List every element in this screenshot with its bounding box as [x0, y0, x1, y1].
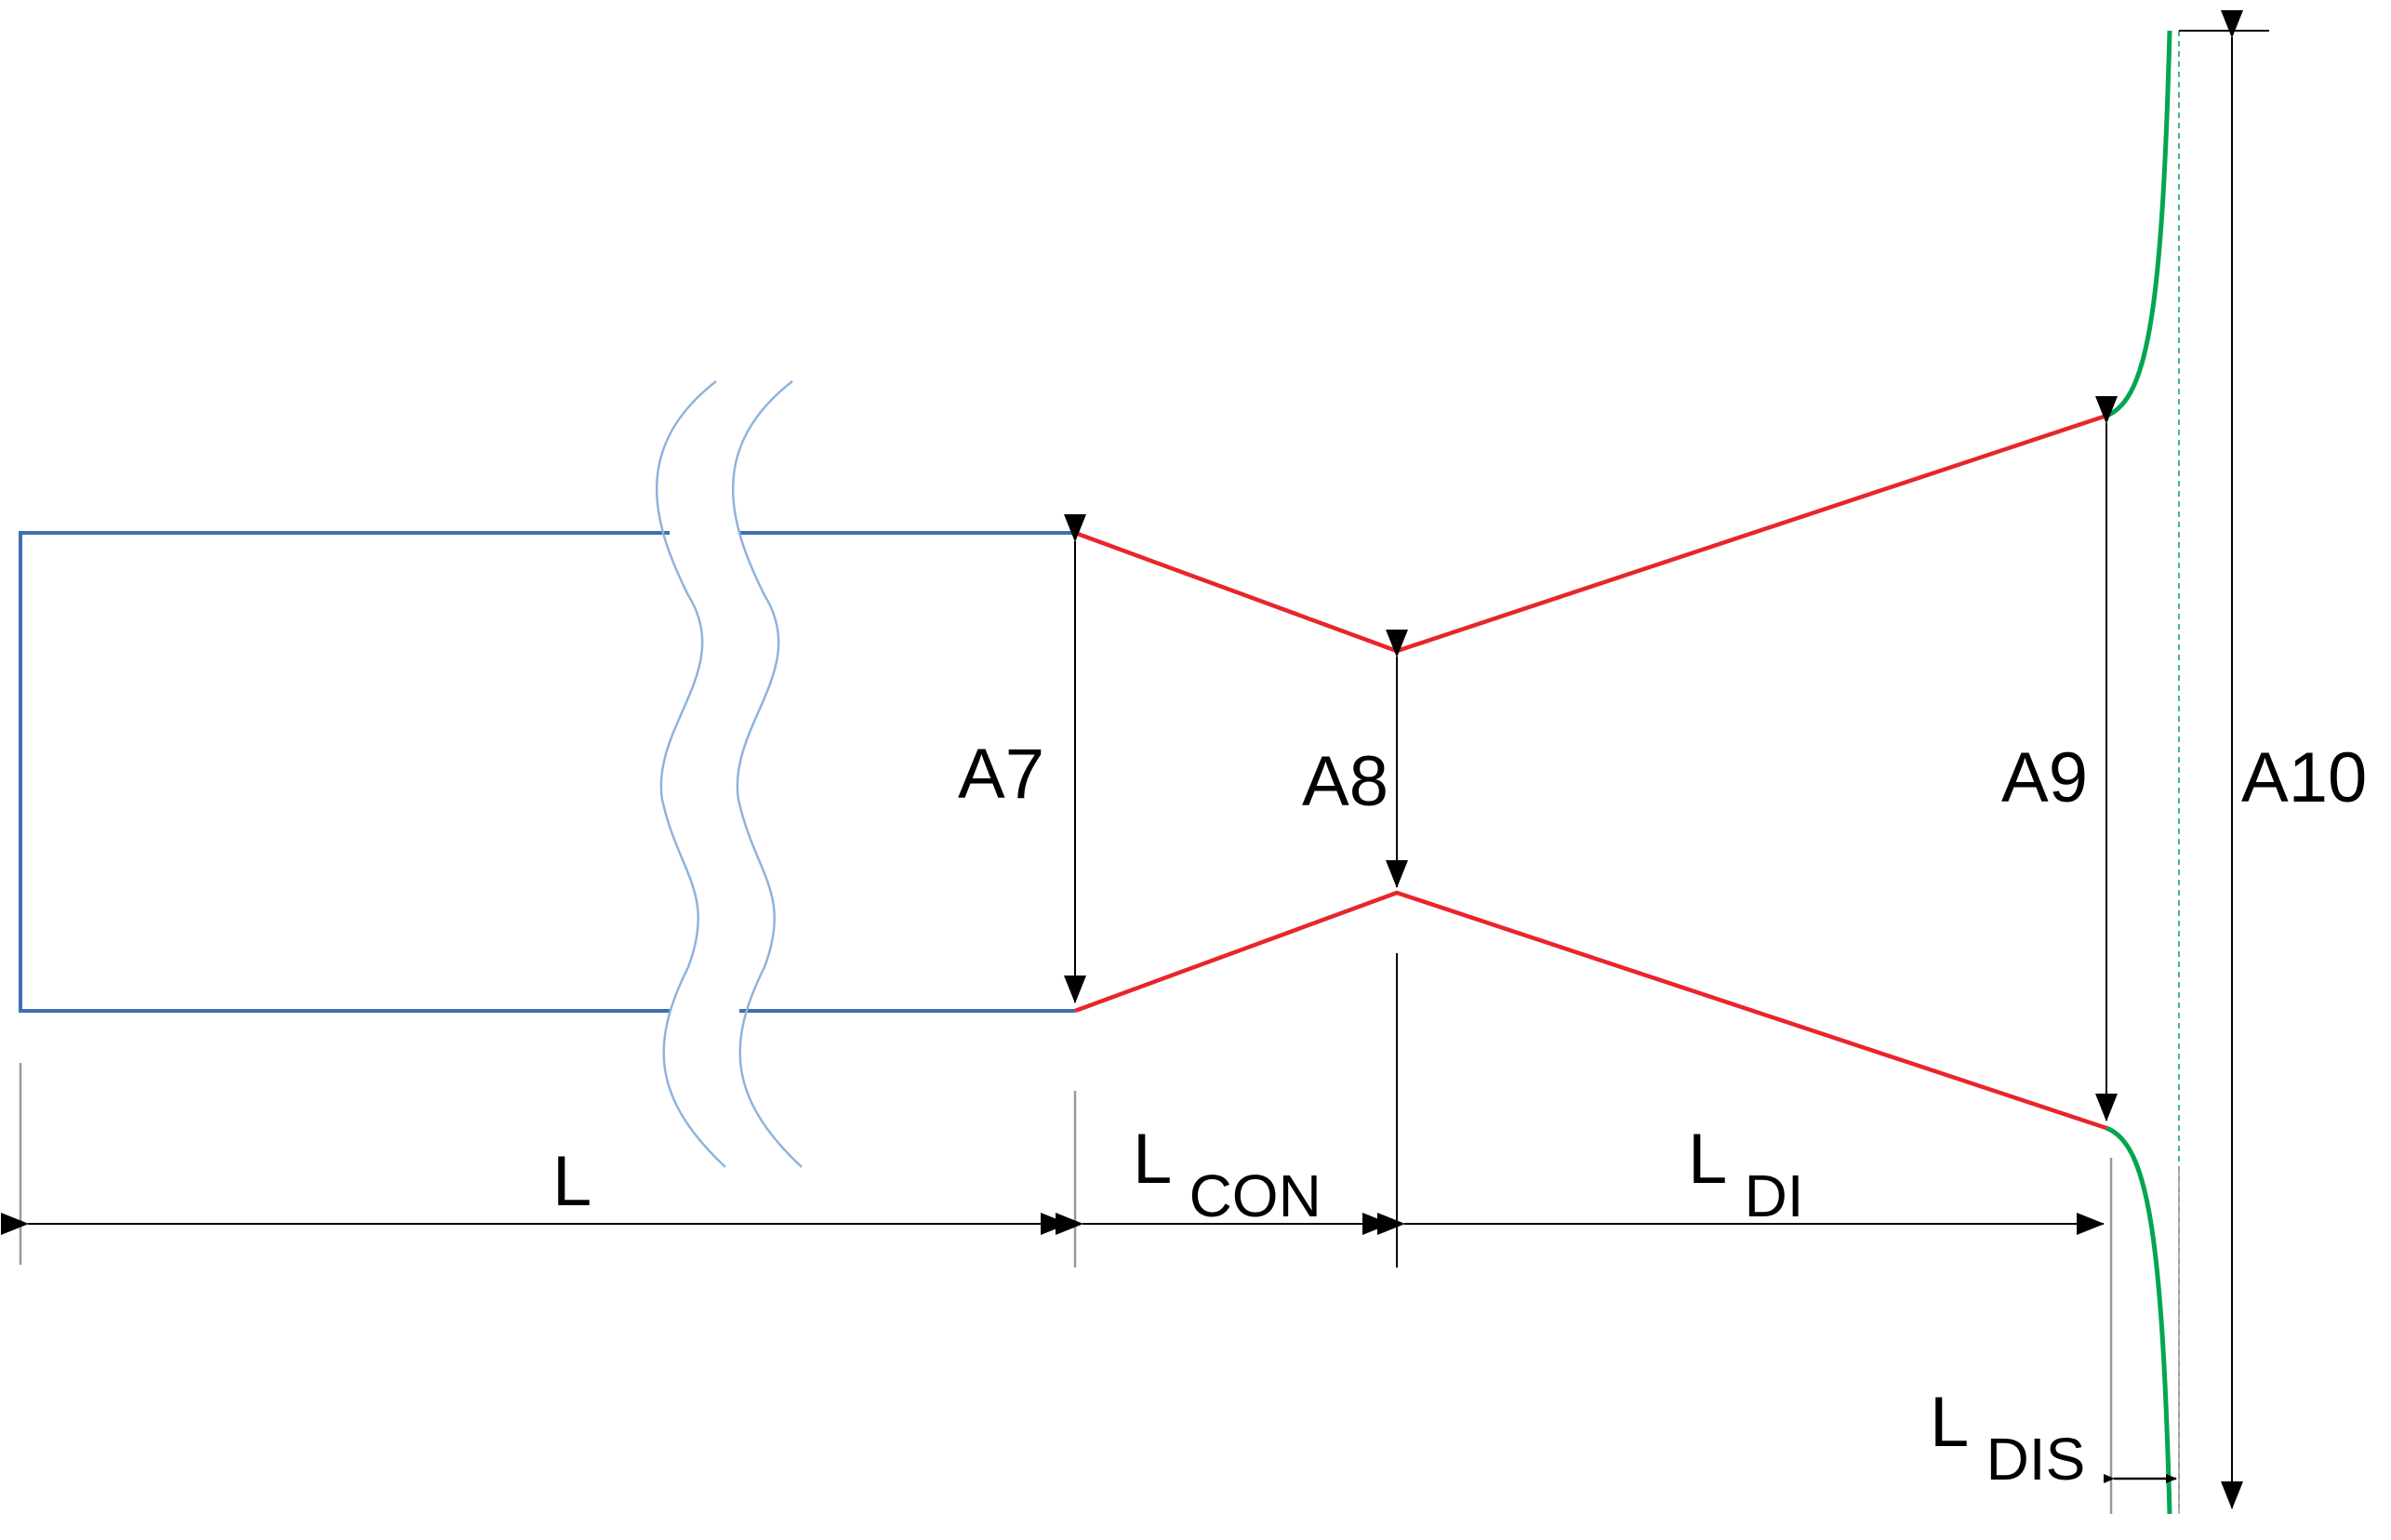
l-dis-label-sub: DIS [1986, 1426, 2086, 1493]
a7-label: A7 [958, 735, 1044, 814]
a9-label: A9 [2001, 738, 2088, 817]
vertical-dimensions [1064, 10, 2269, 1509]
nozzle-upper-wall [1074, 413, 2107, 654]
l-con-label-sub: CON [1189, 1162, 1322, 1229]
a10-label: A10 [2241, 738, 2367, 817]
exit-flare [2105, 30, 2172, 1515]
horizontal-dimensions [1, 1213, 2177, 1483]
l-di-label: L DI [1688, 1120, 1804, 1229]
break-mark [655, 380, 803, 1168]
flare-lower-curve [2105, 1125, 2172, 1515]
duct-left-section [19, 531, 670, 1013]
duct [19, 531, 1075, 1013]
l-di-label-main: L [1688, 1120, 1725, 1199]
break-wave-right [731, 380, 803, 1168]
l-dis-label-main: L [1930, 1383, 1967, 1462]
l-con-label: L CON [1133, 1120, 1322, 1229]
nozzle-walls [1074, 413, 2107, 1131]
l-di-label-sub: DI [1745, 1162, 1804, 1229]
break-wave-left [655, 380, 726, 1168]
flare-upper-curve [2105, 30, 2172, 418]
nozzle-lower-wall [1074, 890, 2107, 1131]
l-dis-label: L DIS [1930, 1383, 2085, 1493]
extension-lines [19, 953, 2180, 1514]
a8-label: A8 [1302, 742, 1388, 821]
l-con-label-main: L [1133, 1120, 1170, 1199]
l-label: L [552, 1142, 591, 1221]
